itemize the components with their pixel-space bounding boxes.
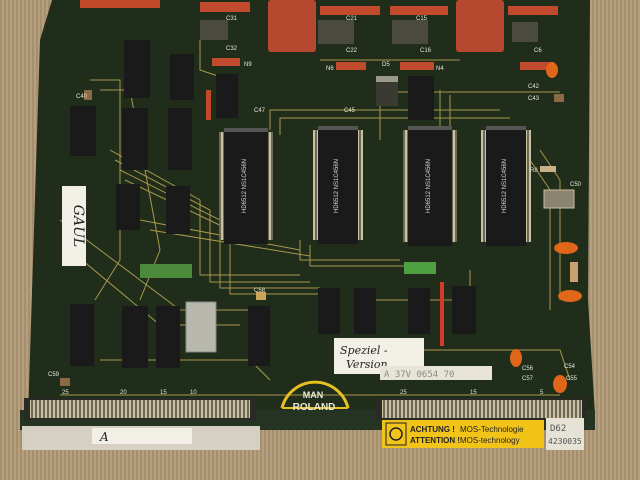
edge-sticker-left [92,428,192,444]
silk-c6: C6 [534,48,542,54]
silk-c31: C31 [226,16,238,22]
top-small-parts [200,20,538,106]
silk-n4: N4 [436,66,444,72]
silk-c21: C21 [346,16,358,22]
hand-warning-icon [389,427,403,441]
edge-label-left: A [99,430,109,444]
special-note-line2: Version [346,358,388,371]
ram-chip-3 [403,126,457,246]
warning-en-label: ATTENTION ! [410,436,460,445]
ram-chip-1 [219,128,273,244]
chip-marking-2: HD6512 NS1C456N [334,159,340,213]
silk-n6: N6 [326,66,334,72]
ram-chip-2 [313,126,363,244]
silk-c42: C42 [528,84,540,90]
silk-c16: C16 [420,48,432,54]
pin-number-l1: 25 [62,390,69,396]
silk-c50: C50 [570,182,582,188]
silk-c54: C54 [564,364,576,370]
man-roland-logo [280,380,350,409]
logic-chips [70,40,476,368]
edge-connector-right [376,398,586,420]
silk-c56: C56 [522,366,534,372]
silk-c32: C32 [226,46,238,52]
silk-c47: C47 [254,108,266,114]
silk-c22: C22 [346,48,358,54]
chip-marking-1: HD6512 NS1C456N [242,159,248,213]
pin-number-r1: 25 [400,390,407,396]
chip-marking-3: HD6512 NS1C456N [426,159,432,213]
handwritten-tag-bg [62,186,86,266]
pin-number-l2: 20 [120,390,127,396]
silkscreen-labels: C31 C32 C21 C22 C15 C16 C6 C42 C43 C40 C… [48,16,582,382]
silk-c45: C45 [344,108,356,114]
part-number-sticker [380,366,492,380]
crystal-oscillator [185,301,217,353]
part-number: A 37V 0654 70 [384,370,454,380]
silk-r8: R8 [530,168,538,174]
warning-en-text: MOS-technology [460,436,520,445]
small-discretes [60,90,578,386]
pin-number-r2: 15 [470,390,477,396]
ram-chip-4 [481,126,531,246]
warning-de-text: MOS-Technologie [460,425,524,434]
warning-label [382,420,544,448]
special-note-line1: Speziel - [340,344,388,357]
serial-line1: D62 [550,424,566,434]
silk-c55: C55 [566,376,578,382]
tantalum-capacitors [510,62,582,393]
silk-c57: C57 [522,376,534,382]
pin-number-l4: 10 [190,390,197,396]
silk-d5: D5 [382,62,390,68]
handwritten-tag: GAUL [70,205,86,247]
silk-c15: C15 [416,16,428,22]
pin-number-l3: 15 [160,390,167,396]
logo-line2: ROLAND [293,402,336,413]
silk-n9: N9 [244,62,252,68]
silk-c59: C59 [48,372,60,378]
serial-line2: 4230035 [548,437,582,446]
silk-c43: C43 [528,96,540,102]
warning-de-label: ACHTUNG ! [410,425,455,434]
warning-icon-box [385,422,407,446]
resistor-networks [140,262,436,278]
silk-c40: C40 [76,94,88,100]
film-capacitors [80,0,558,120]
crystal-oscillator-small [543,189,575,209]
silk-c58: C58 [254,288,266,294]
jumper-wire [440,282,444,346]
logo-line1: MAN [303,390,324,400]
pin-number-r3: 5 [540,390,544,396]
serial-tag [546,418,584,450]
chip-marking-4: HD6512 NS1C456N [502,159,508,213]
